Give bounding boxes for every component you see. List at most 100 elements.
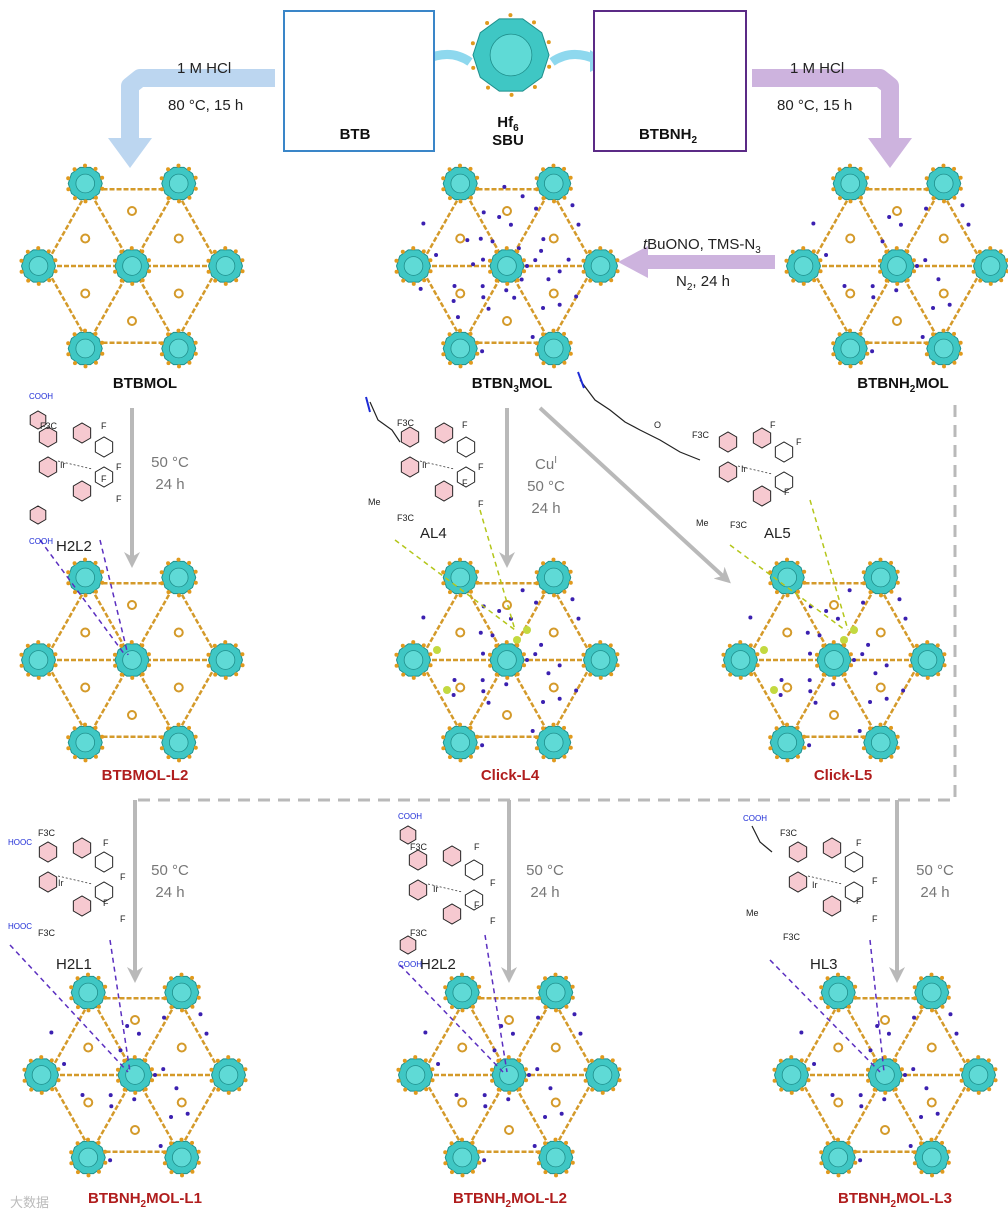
mol-cluster (69, 1137, 108, 1178)
azide-condition-2: N2, 24 h (676, 273, 730, 293)
al5-f-3: F (784, 487, 790, 497)
h2l1-ring-5 (72, 895, 92, 917)
h2l2b-ring-1 (408, 849, 428, 871)
hl3-ir: Ir (812, 880, 818, 890)
h2l2-ring-1 (38, 426, 58, 448)
btb-label: BTB (339, 126, 371, 143)
click-l4-label: Click-L4 (480, 767, 540, 784)
mol-cluster (209, 1055, 248, 1095)
right-temp-condition: 80 °C, 15 h (777, 97, 853, 114)
al5-f-2: F (796, 437, 802, 447)
azide-arrow-shaft (645, 255, 775, 269)
row3-ligand-right: HL3 (810, 956, 838, 973)
h2l1-f3c: F3C (38, 828, 56, 838)
guide-hl3-1 (769, 959, 881, 1073)
mol-cluster (66, 163, 105, 204)
al5-ester-chain (579, 379, 701, 461)
mol-cluster (534, 722, 573, 763)
guide-al5-2 (809, 499, 849, 631)
mol-cluster (66, 722, 105, 763)
h2l2-bond (57, 460, 93, 470)
al4-f-2: F (478, 462, 484, 472)
h2l2b-f-1: F (474, 842, 480, 852)
btbmol-label: BTBMOL (112, 375, 178, 392)
mol-cluster (394, 640, 433, 680)
h2l2-cooh-top: COOH (29, 392, 53, 401)
arrow-btbn3mol-diagonal (538, 406, 731, 584)
mol-cluster (115, 1055, 155, 1095)
h2l1-ring-2 (38, 871, 58, 893)
mol-cluster (441, 557, 480, 598)
mol-cluster (159, 722, 198, 763)
al4-alkyne (365, 396, 371, 413)
mol-cluster (861, 557, 900, 598)
al4-ring-4 (456, 436, 476, 458)
mol-cluster (768, 557, 807, 598)
mol-cluster (583, 1055, 622, 1095)
left-hcl-arrowhead (108, 138, 152, 168)
al4-ring-2 (400, 456, 420, 478)
mol-cluster (959, 1055, 998, 1095)
h2l1-f-2: F (120, 872, 126, 882)
btbnh2mol-l1-label: BTBNH2MOL-L1 (88, 1190, 202, 1210)
mol-cluster (912, 972, 951, 1013)
al5-me: Me (696, 518, 709, 528)
mol-cluster (19, 640, 58, 680)
hl3-me: Me (746, 908, 759, 918)
guide-h2l2-1 (39, 539, 126, 656)
row2-ligand-right: AL5 (764, 525, 791, 542)
mol-cluster (487, 246, 527, 286)
h2l2-f-2: F (116, 462, 122, 472)
mol-cluster (162, 1137, 201, 1178)
mol-cluster (441, 328, 480, 369)
al4-me: Me (368, 497, 381, 507)
mol-cluster (924, 163, 963, 204)
mol-cluster (159, 557, 198, 598)
h2l2b-acid-ring-top (399, 825, 417, 845)
mol-cluster (924, 328, 963, 369)
mol-cluster (66, 557, 105, 598)
al5-ring-1 (718, 431, 738, 453)
al4-f-1: F (462, 420, 468, 430)
mol-cluster (159, 163, 198, 204)
mol-cluster (721, 640, 760, 680)
mol-cluster (159, 328, 198, 369)
left-hcl-condition: 1 M HCl (177, 60, 232, 77)
h2l2-f3c: F3C (40, 421, 58, 431)
hl3-f-2: F (872, 876, 878, 886)
h2l1-hooc-top: HOOC (8, 838, 32, 847)
h2l1-f-3: F (103, 898, 109, 908)
left-hcl-arrow (121, 69, 275, 140)
h2l2-cooh-bottom: COOH (29, 537, 53, 546)
mol-cluster (206, 640, 245, 680)
h2l1-ring-1 (38, 841, 58, 863)
hl3-f3c: F3C (780, 828, 798, 838)
mol-cluster (536, 1137, 575, 1178)
mol-cluster (908, 640, 947, 680)
sbu-label: Hf6 (497, 114, 519, 134)
left-temp-condition: 80 °C, 15 h (168, 97, 244, 114)
al4-ring-5 (434, 480, 454, 502)
mol-cluster (534, 328, 573, 369)
mol-cluster (394, 246, 433, 286)
mol-cluster (441, 722, 480, 763)
h2l2-f-3: F (101, 474, 107, 484)
h2l2-ring-5 (72, 480, 92, 502)
mol-cluster (162, 972, 201, 1013)
h2l2-ir: Ir (60, 460, 66, 470)
mol-cluster (819, 972, 858, 1013)
row2-ligand-mid: AL4 (420, 525, 447, 542)
watermark: 大数据 (10, 1195, 50, 1210)
h2l2-f-4: F (116, 494, 122, 504)
guide-hl3-2 (869, 939, 885, 1073)
al4-alkyne-chain (369, 401, 401, 443)
mol-cluster (441, 163, 480, 204)
hl3-cooh: COOH (743, 814, 767, 823)
h2l2-ring-3 (72, 422, 92, 444)
h2l2b-cooh-top: COOH (398, 812, 422, 821)
azide-arrowhead (618, 246, 648, 278)
mol-cluster (768, 722, 807, 763)
